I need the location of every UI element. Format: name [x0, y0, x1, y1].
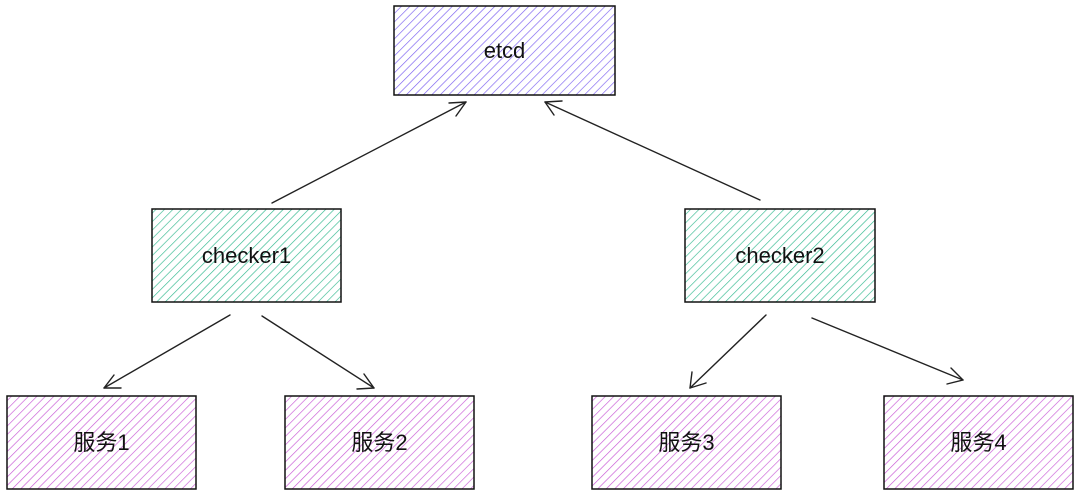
- node-checker1-label: checker1: [202, 243, 291, 268]
- node-etcd-box: [393, 5, 616, 96]
- edge-checker2-to-service4: [811, 317, 964, 385]
- node-checker2-box: [684, 208, 876, 303]
- node-service3-label: 服务3: [658, 430, 714, 455]
- edge-checker2-to-service3: [689, 314, 767, 389]
- node-checker1[interactable]: checker1: [151, 208, 342, 303]
- node-service1-label: 服务1: [73, 430, 129, 455]
- node-service2-label: 服务2: [351, 430, 407, 455]
- node-service2[interactable]: 服务2: [284, 395, 475, 490]
- edge-checker1-to-etcd: [271, 101, 467, 204]
- node-service3-box: [591, 395, 782, 490]
- node-checker1-box: [151, 208, 342, 303]
- node-checker2[interactable]: checker2: [684, 208, 876, 303]
- edge-checker1-to-service1: [103, 314, 231, 389]
- node-service4[interactable]: 服务4: [883, 395, 1074, 490]
- node-service4-label: 服务4: [950, 430, 1006, 455]
- node-service2-box: [284, 395, 475, 490]
- edge-checker1-to-service2: [261, 315, 375, 390]
- node-checker2-label: checker2: [735, 243, 824, 268]
- edges: [103, 100, 964, 390]
- node-service3[interactable]: 服务3: [591, 395, 782, 490]
- node-service1[interactable]: 服务1: [6, 395, 197, 490]
- node-etcd-label: etcd: [484, 38, 526, 63]
- edge-checker2-to-etcd: [544, 100, 761, 201]
- node-service1-box: [6, 395, 197, 490]
- node-service4-box: [883, 395, 1074, 490]
- node-etcd[interactable]: etcd: [393, 5, 616, 96]
